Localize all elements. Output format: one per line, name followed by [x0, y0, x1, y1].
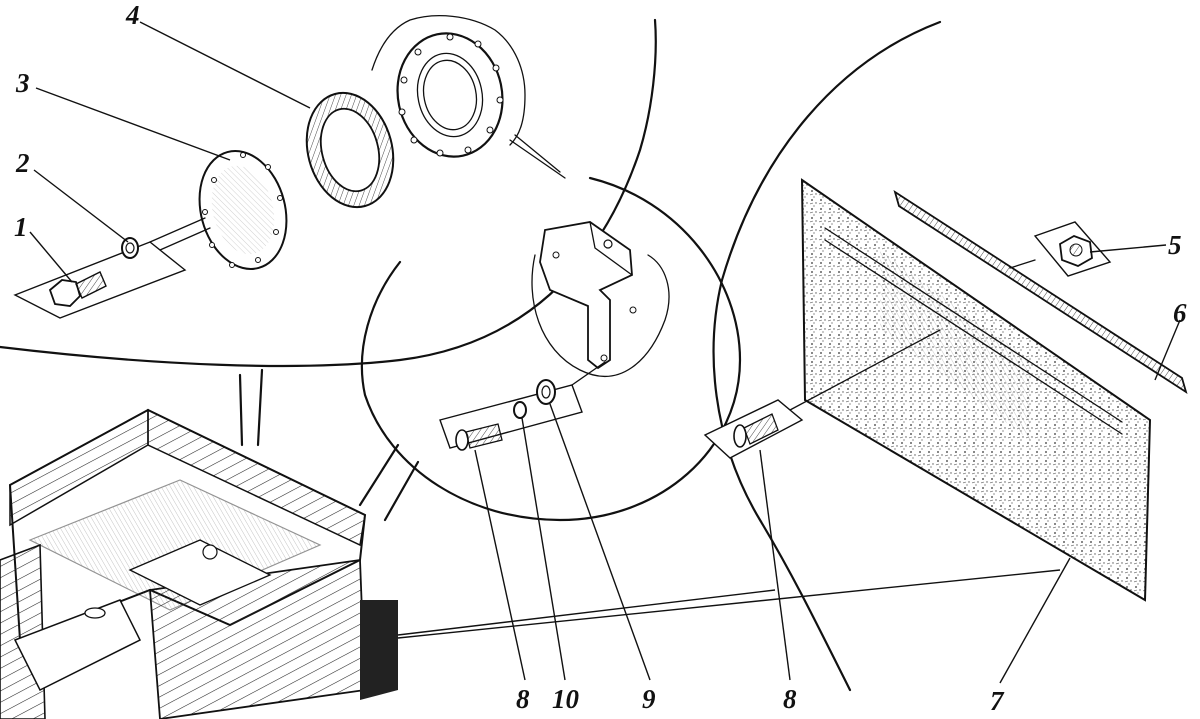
fastener-group-middle	[439, 361, 606, 451]
truck-body	[0, 408, 1061, 719]
right-detail-circle	[712, 20, 942, 692]
nut-group	[1009, 221, 1112, 277]
callout-3: 3	[15, 68, 30, 98]
callout-5: 5	[1168, 230, 1182, 260]
spring-washer	[121, 237, 139, 259]
top-left-detail-circle	[0, 18, 657, 447]
cover-plate	[198, 150, 288, 270]
spring-washer-10	[513, 401, 527, 419]
bolt-washer-group-left	[13, 217, 211, 319]
callout-8-middle: 8	[516, 684, 530, 714]
leader-lines	[29, 21, 1181, 684]
mounting-flange	[371, 15, 566, 179]
flange-bolt-holes	[398, 33, 504, 157]
callout-labels: 1 2 3 4 5 6 7 8 10 9 8	[14, 0, 1187, 716]
callout-10: 10	[552, 684, 580, 714]
clamp-strip	[893, 189, 1188, 395]
hex-bolt	[48, 271, 107, 307]
callout-4: 4	[125, 0, 140, 30]
middle-detail-circle	[358, 176, 742, 522]
flat-washer-9	[536, 379, 556, 405]
screw-group-right	[703, 329, 941, 459]
gasket-ring	[305, 91, 395, 209]
callout-6: 6	[1173, 298, 1187, 328]
callout-2: 2	[15, 148, 30, 178]
callout-7: 7	[990, 686, 1005, 716]
callout-1: 1	[14, 212, 28, 242]
mud-flap-panel	[800, 178, 1152, 602]
screw-8-middle	[455, 423, 503, 451]
callout-8-right: 8	[783, 684, 797, 714]
callout-9: 9	[642, 684, 656, 714]
mounting-bracket	[531, 221, 670, 377]
